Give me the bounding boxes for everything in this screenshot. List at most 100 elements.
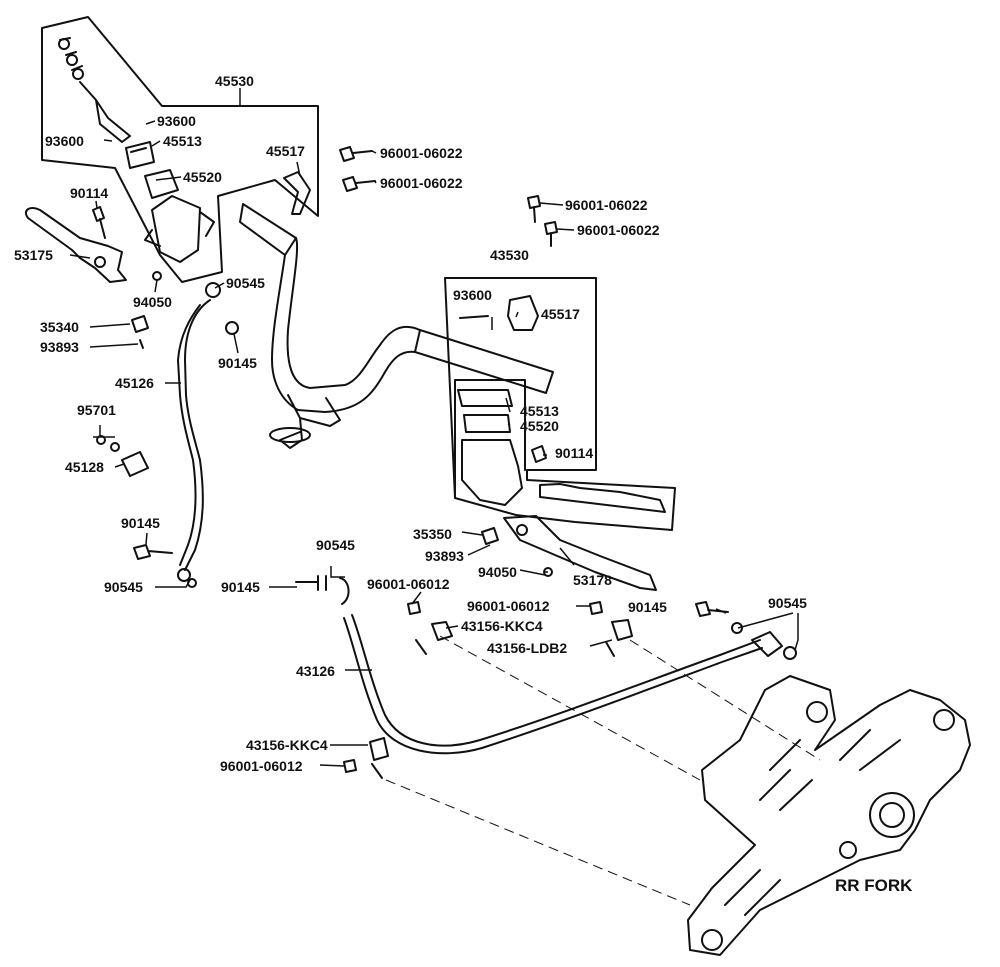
clamp-45517-left (283, 171, 311, 215)
label-45520-a: 45520 (183, 169, 222, 185)
label-90545-d: 90545 (768, 595, 807, 611)
label-53178: 53178 (573, 572, 612, 588)
label-95701: 95701 (77, 402, 116, 418)
bolt-90145-right (695, 601, 729, 617)
label-90145-b: 90145 (121, 515, 160, 531)
label-45513-b: 45513 (520, 403, 559, 419)
label-43126: 43126 (296, 663, 335, 679)
label-93600-c: 93600 (453, 287, 492, 303)
handlebar-clamp (279, 394, 341, 449)
kit-outline-43530 (444, 277, 676, 531)
clamp-43156-ldb2 (605, 619, 633, 657)
left-reservoir-cap (144, 169, 179, 199)
label-90114-b: 90114 (555, 445, 594, 461)
label-96001-06022-d: 96001-06022 (577, 222, 660, 238)
label-90145-c: 90145 (221, 579, 260, 595)
seal-ring (58, 38, 70, 50)
bolt-96001-f (589, 601, 603, 615)
washer-90545-right-a (731, 622, 743, 634)
clamp-foot (269, 427, 311, 443)
label-90145-d: 90145 (628, 599, 667, 615)
screw-93893-left (139, 339, 144, 349)
guide-line-1 (439, 635, 701, 781)
bolt-95701-b (110, 442, 120, 452)
washer-90145-a (225, 321, 239, 335)
bolt-96001-d (544, 221, 558, 247)
label-90145-a: 90145 (218, 355, 257, 371)
switch-35340 (131, 315, 149, 333)
bolt-95701-a (96, 435, 106, 445)
label-93893-a: 93893 (40, 339, 79, 355)
leader-lines (69, 88, 799, 767)
fork-ribs (724, 729, 901, 916)
right-piston-kit (539, 483, 666, 513)
right-brake-lever (503, 515, 657, 591)
left-master-cylinder (144, 195, 215, 263)
brake-hose-left (184, 299, 211, 571)
fork-hole-foot (701, 929, 723, 951)
label-94050-b: 94050 (478, 564, 517, 580)
right-cap (457, 389, 513, 407)
clamp-43156-kkc4-upper (415, 621, 453, 655)
switch-35350 (481, 527, 499, 545)
bolt-90145-lower (133, 544, 173, 560)
label-90545-b: 90545 (104, 579, 143, 595)
fork-hole-right (933, 709, 955, 731)
clamp-45517-right (507, 295, 539, 331)
bolt-90114-right (531, 445, 547, 463)
label-43156-kkc4-a: 43156-KKC4 (461, 618, 543, 634)
handlebar (239, 203, 554, 413)
label-90545-a: 90545 (226, 275, 265, 291)
bolt-96001-a (339, 146, 373, 162)
label-94050-a: 94050 (133, 294, 172, 310)
label-45530: 45530 (215, 73, 254, 89)
right-master-cylinder (461, 439, 523, 506)
kit-inner-outline (454, 379, 526, 499)
label-96001-06022-a: 96001-06022 (380, 145, 463, 161)
label-45513-a: 45513 (163, 133, 202, 149)
label-93600-a: 93600 (157, 113, 196, 129)
rear-brake-hose-b (343, 617, 763, 755)
left-diaphragm (125, 141, 155, 169)
fork-pivot (869, 792, 915, 838)
label-53175: 53175 (14, 247, 53, 263)
label-45128: 45128 (65, 459, 104, 475)
label-rr-fork: RR FORK (835, 876, 913, 895)
bolt-96001-e (407, 601, 421, 615)
lever-pivot (94, 256, 106, 268)
seal-ring (72, 68, 84, 80)
hose-clamp-45128 (121, 451, 149, 477)
washer-94050-right (543, 567, 553, 577)
label-96001-06012-e: 96001-06012 (367, 576, 450, 592)
label-90114-a: 90114 (70, 185, 109, 201)
banjo-left-lower (177, 568, 191, 582)
label-43156-kkc4-c: 43156-KKC4 (246, 737, 328, 753)
label-96001-06022-b: 96001-06022 (380, 175, 463, 191)
washer-94050-left (152, 271, 162, 281)
guide-line-3 (385, 779, 691, 906)
washer-90545-right-b (783, 646, 797, 660)
rear-fork (687, 675, 971, 956)
guide-line-2 (629, 639, 821, 761)
label-45520-b: 45520 (520, 418, 559, 434)
label-93893-b: 93893 (425, 548, 464, 564)
label-45126: 45126 (115, 375, 154, 391)
left-brake-lever (24, 207, 127, 283)
label-90545-c: 90545 (316, 537, 355, 553)
label-43530: 43530 (490, 247, 529, 263)
bolt-96001-c (527, 195, 541, 223)
label-96001-06012-f: 96001-06012 (467, 598, 550, 614)
banjo-right (751, 631, 783, 657)
bolt-96001-b (342, 176, 376, 192)
label-43156-ldb2: 43156-LDB2 (487, 640, 568, 656)
bolt-96001-g (343, 759, 357, 773)
right-diaphragm (463, 414, 511, 433)
rear-brake-hose (351, 614, 761, 747)
pin-93600-right (459, 315, 489, 319)
label-96001-06012-g: 96001-06012 (220, 758, 303, 774)
seal-ring (66, 54, 78, 66)
lever-pivot-right (516, 524, 528, 536)
bolt-90114-left (92, 206, 106, 239)
